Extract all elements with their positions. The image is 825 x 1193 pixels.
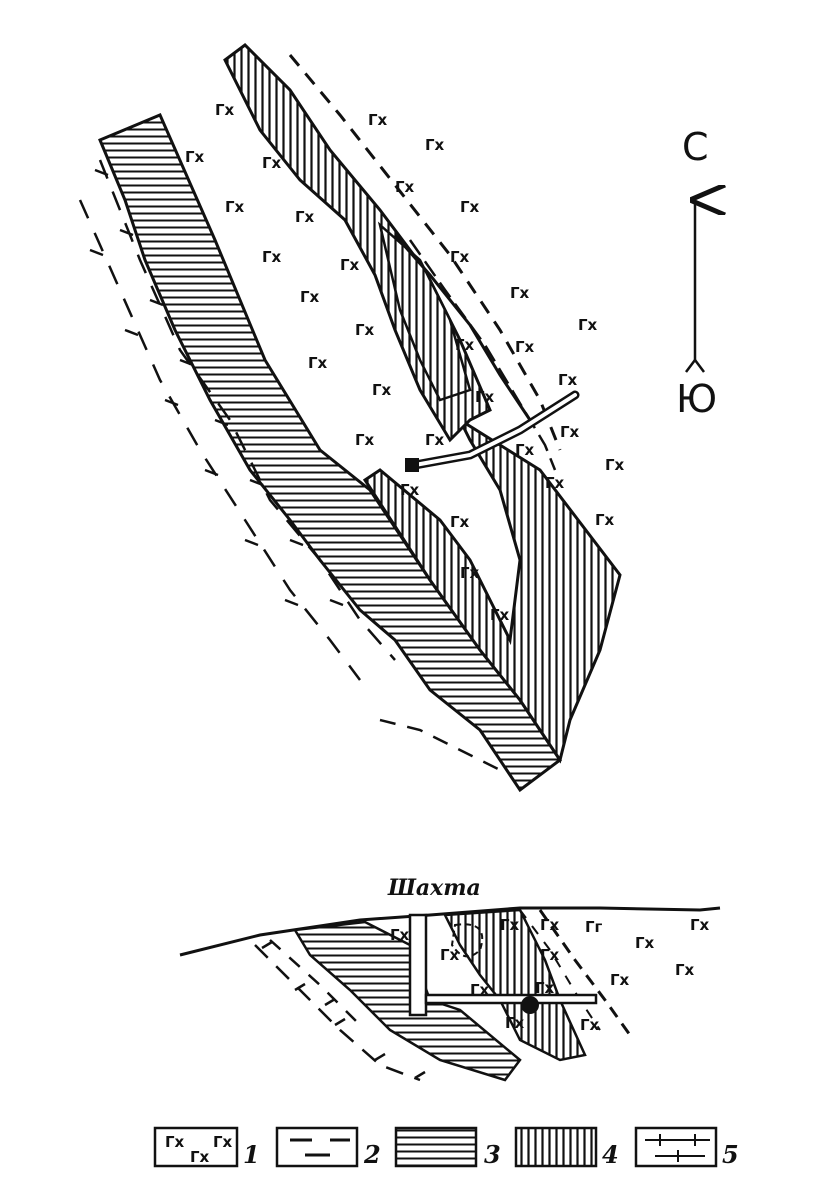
legend-box-3	[394, 1126, 478, 1168]
plan-gx-label: Гх	[510, 284, 530, 302]
section-rock-label: Гх	[440, 946, 460, 964]
plan-gx-label: Гх	[262, 154, 282, 172]
section-rock-label: Гх	[500, 916, 520, 934]
legend-box-5	[634, 1126, 718, 1168]
unit-2-dike	[288, 54, 562, 451]
legend-3-number: 3	[484, 1140, 501, 1169]
section-rock-label: Гх	[535, 979, 555, 997]
legend-1-sym-b: Гх	[190, 1148, 210, 1166]
legend-5-number: 5	[722, 1140, 739, 1169]
plan-gx-label: Гх	[355, 321, 375, 339]
plan-gx-label: Гх	[355, 431, 375, 449]
legend-box-2	[275, 1126, 359, 1168]
section-unit-3	[292, 920, 522, 1082]
section-unit-5-lines	[254, 939, 426, 1082]
section-dike	[538, 909, 632, 1036]
section-rock-label: Гх	[540, 946, 560, 964]
portal-square	[405, 458, 419, 472]
plan-gx-label: Гх	[545, 474, 565, 492]
compass-south-label: Ю	[676, 377, 717, 421]
legend-box-4	[514, 1126, 598, 1168]
plan-gx-label: Гх	[560, 423, 580, 441]
plan-gx-label: Гх	[215, 101, 235, 119]
plan-gx-label: Гх	[558, 371, 578, 389]
legend-2-number: 2	[363, 1140, 381, 1169]
shaft-label: Шахта	[387, 875, 481, 901]
section-body-loop	[450, 923, 484, 958]
legend-4-number: 4	[602, 1140, 619, 1169]
plan-gx-label: Гх	[460, 198, 480, 216]
ground-surface	[179, 906, 721, 957]
plan-gx-label: Гх	[605, 456, 625, 474]
shaft-shaft	[408, 913, 428, 1017]
compass: С Ю	[676, 125, 717, 421]
plan-gx-label: Гх	[425, 136, 445, 154]
legend: Гх Гх Гх 1 2 3 4 5	[153, 1126, 739, 1169]
plan-gx-label: Гх	[515, 338, 535, 356]
adit-inner	[413, 393, 577, 467]
unit-5-gneiss-lines	[78, 159, 501, 772]
plan-gx-label: Гх	[490, 606, 510, 624]
plan-gx-label: Гх	[400, 481, 420, 499]
section-body-dot	[521, 996, 539, 1014]
plan-gx-label: Гх	[308, 354, 328, 372]
section-rock-label: Гх	[690, 916, 710, 934]
plan-gx-label: Гх	[372, 381, 392, 399]
plan-gx-label: Гх	[185, 148, 205, 166]
plan-gx-label: Гх	[475, 388, 495, 406]
legend-1-number: 1	[243, 1140, 260, 1169]
legend-1-sym-a: Гх	[165, 1133, 185, 1151]
section-rock-label: Гх	[390, 926, 410, 944]
section-rock-label: Гх	[540, 916, 560, 934]
plan-gx-label: Гх	[295, 208, 315, 226]
plan-gx-label: Гх	[455, 336, 475, 354]
shaft-drift	[424, 993, 598, 1005]
plan-gx-label: Гх	[425, 431, 445, 449]
compass-tail-icon	[685, 357, 705, 373]
section-rock-label: Гх	[470, 981, 490, 999]
plan-gx-label: Гх	[595, 511, 615, 529]
compass-north-label: С	[682, 125, 709, 169]
legend-1-sym-c: Гх	[213, 1133, 233, 1151]
plan-gx-label: Гх	[225, 198, 245, 216]
unit-5-ticks	[89, 168, 344, 607]
plan-gx-label: Гх	[340, 256, 360, 274]
section-rock-label: Гх	[610, 971, 630, 989]
plan-gx-label: Гх	[300, 288, 320, 306]
plan-gx-label: Гх	[460, 564, 480, 582]
unit-2-dike-inner-2	[408, 239, 557, 471]
plan-gx-label: Гх	[450, 513, 470, 531]
legend-box-1	[153, 1126, 239, 1168]
section-rock-label: Гх	[580, 1016, 600, 1034]
section-rock-label: Гх	[675, 961, 695, 979]
plan-gx-label: Гх	[578, 316, 598, 334]
section-rock-label: Гх	[635, 934, 655, 952]
plan-gx-label: Гх	[395, 178, 415, 196]
plan-gx-label: Гх	[450, 248, 470, 266]
plan-gx-label: Гх	[262, 248, 282, 266]
plan-gx-label: Гх	[515, 441, 535, 459]
plan-gx-label: Гх	[368, 111, 388, 129]
section-dike-2	[519, 909, 601, 1031]
section-rock-label: Гг	[585, 918, 603, 936]
section-rock-label: Гх	[505, 1014, 525, 1032]
